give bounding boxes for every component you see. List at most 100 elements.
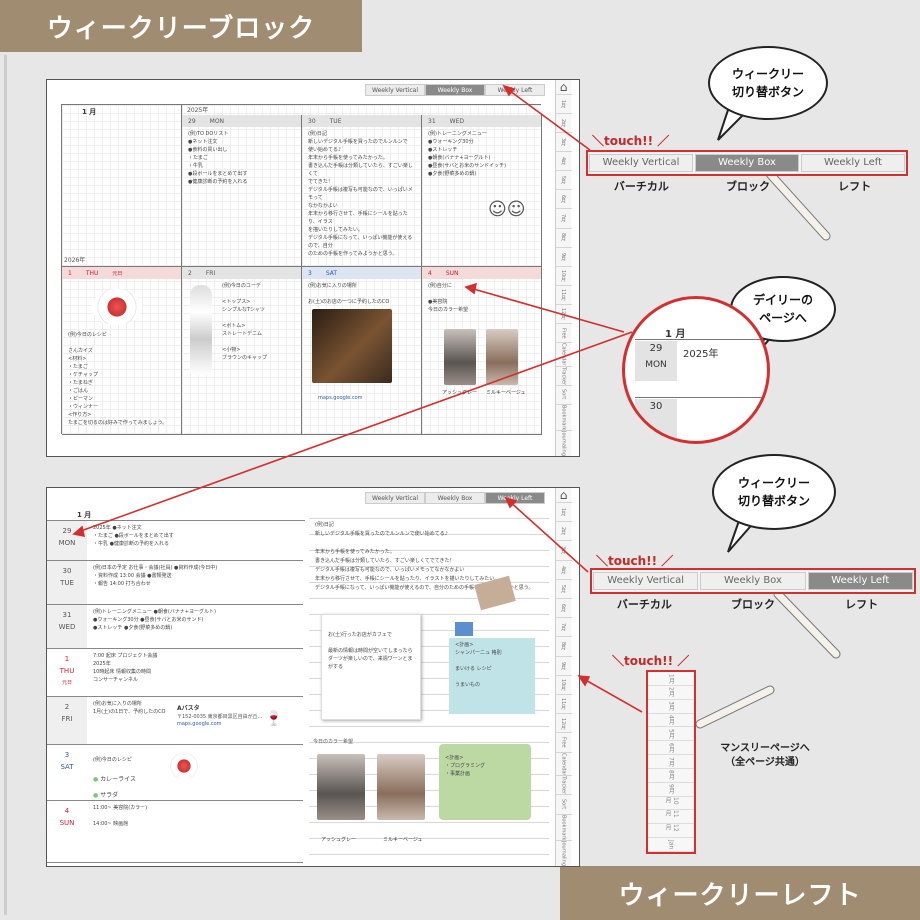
rail-tab[interactable]: 9月	[555, 655, 572, 675]
rail-tab[interactable]: Bookmark	[555, 813, 572, 840]
rail-tab[interactable]: 8月	[648, 769, 694, 783]
rail-tab[interactable]: 5月	[648, 727, 694, 742]
rail-tab[interactable]: 12月	[648, 824, 694, 839]
rail-tab[interactable]: 7月	[648, 755, 694, 769]
tab-weekly-vertical[interactable]: Weekly Vertical	[365, 84, 425, 96]
home-icon[interactable]: ⌂	[559, 488, 568, 502]
rail-tab[interactable]: 8月	[555, 636, 572, 655]
recipe-item: ● カレーライス	[93, 776, 136, 783]
rail-tab[interactable]: Jan	[648, 838, 694, 852]
rail-tab[interactable]: Calendar	[555, 342, 572, 366]
zoom-date-cell[interactable]: 30	[635, 399, 677, 439]
rail-tab[interactable]: 10月	[648, 797, 694, 811]
rail-tab[interactable]: 5月	[555, 170, 572, 189]
home-icon[interactable]: ⌂	[559, 80, 568, 94]
rail-tab[interactable]: 1月	[555, 94, 572, 113]
rail-tab[interactable]: Journaling	[555, 839, 572, 866]
rail-tab[interactable]: 4月	[555, 559, 572, 579]
rail-tab[interactable]: 10月	[555, 265, 572, 285]
rail-tab[interactable]: 1月	[555, 502, 572, 521]
rail-tab[interactable]: 3月	[648, 700, 694, 714]
rail-tab[interactable]: 11月	[555, 284, 572, 304]
month-cell[interactable]: 1 月 2026年	[62, 105, 182, 267]
map-link[interactable]: maps.google.com	[318, 395, 363, 401]
rail-tab[interactable]: 12月	[555, 713, 572, 732]
rail-tab[interactable]: Calendar	[555, 751, 572, 775]
note-page[interactable]: (例)日記 新しいデジタル手帳を買ったのでルンルンで使い始めてる♪ 年末から手帳…	[309, 518, 549, 864]
rail-tab[interactable]: 8月	[555, 227, 572, 247]
rail-tab[interactable]: 7月	[555, 208, 572, 227]
tab-weekly-box[interactable]: Weekly Box	[425, 492, 485, 504]
rail-tab[interactable]: Journaling	[555, 430, 572, 456]
rail-tab[interactable]: Tracker	[555, 365, 572, 385]
rail-tab[interactable]: 2月	[555, 113, 572, 132]
zoom-date-cell[interactable]: 29 MON	[635, 341, 677, 381]
rail-tab[interactable]: 11月	[648, 810, 694, 825]
rail-tab[interactable]: 5月	[555, 578, 572, 598]
row-note: (例)今日のレシピ ● カレーライス ● サラダ	[87, 745, 303, 800]
tab-weekly-box[interactable]: Weekly Box	[425, 84, 485, 96]
rail-tab[interactable]: 6月	[555, 189, 572, 208]
memo-card[interactable]: お(土)行ったお店がカフェで 最新の情報は時間が空いてしまったら ダーツが楽しい…	[321, 614, 421, 720]
rail-tab[interactable]: 7月	[555, 617, 572, 636]
rail-tab[interactable]: Tracker	[555, 775, 572, 794]
rail-tab[interactable]: Sort	[555, 384, 572, 404]
tab-weekly-vertical[interactable]: Weekly Vertical	[365, 492, 425, 504]
blue-sticky-note[interactable]: <計画> シャンパーニュ 格別 まいける レシピ うまいもの	[449, 638, 535, 714]
rail-tab[interactable]: Free	[555, 732, 572, 751]
rail-tab[interactable]: 11月	[555, 694, 572, 713]
zoom-tab-vertical[interactable]: Weekly Vertical	[589, 154, 693, 172]
rail-tab[interactable]: 6月	[648, 741, 694, 756]
zoom-tab-left[interactable]: Weekly Left	[801, 154, 905, 172]
rail-tab[interactable]: 4月	[555, 151, 572, 170]
rail-tab[interactable]: 2月	[648, 686, 694, 700]
rail-tab[interactable]: Bookmark	[555, 403, 572, 430]
rail-tab[interactable]: 3月	[555, 132, 572, 151]
zoom-tab-vertical[interactable]: Weekly Vertical	[593, 572, 699, 590]
rail-tab[interactable]: 4月	[648, 714, 694, 728]
rail-tab[interactable]: Sort	[555, 794, 572, 813]
zoom-tab-box[interactable]: Weekly Box	[700, 572, 806, 590]
rail-tab[interactable]: 2月	[555, 521, 572, 540]
rail-tab[interactable]: 9月	[555, 246, 572, 266]
zoom-tab-left[interactable]: Weekly Left	[807, 572, 913, 590]
zoom-tab-box[interactable]: Weekly Box	[695, 154, 799, 172]
rail-tab[interactable]: 6月	[555, 598, 572, 617]
rail-tab[interactable]: 1月	[648, 672, 694, 686]
rail-tab[interactable]: Free	[555, 322, 572, 342]
pencil-icon	[773, 589, 841, 659]
tab-weekly-left[interactable]: Weekly Left	[485, 492, 545, 504]
map-link[interactable]: maps.google.com	[177, 721, 222, 727]
rail-tab[interactable]: 10月	[555, 674, 572, 694]
green-memo[interactable]: <計画> ・プログラミング ・事業計画	[439, 744, 531, 820]
rail-tab[interactable]: 9月	[648, 783, 694, 797]
